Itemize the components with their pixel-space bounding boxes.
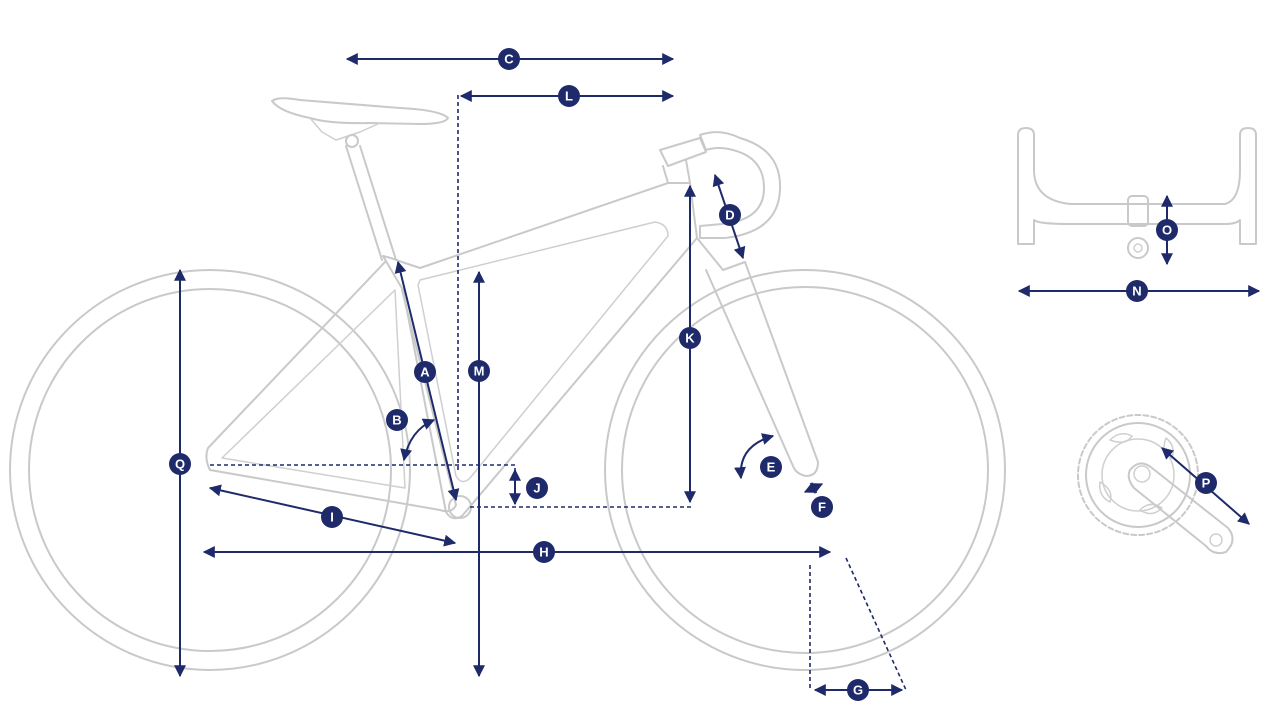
- badge-k: K: [679, 327, 701, 349]
- svg-text:K: K: [685, 331, 695, 346]
- badge-l: L: [558, 85, 580, 107]
- badge-h: H: [533, 541, 555, 563]
- front-wheel: [604, 269, 1006, 671]
- drop-handlebar-side: [699, 131, 782, 239]
- dim-line-f: [803, 481, 824, 495]
- svg-text:F: F: [818, 500, 826, 515]
- svg-text:A: A: [420, 365, 430, 380]
- svg-text:G: G: [853, 683, 863, 698]
- badge-p: P: [1195, 472, 1217, 494]
- fork: [696, 237, 819, 477]
- badge-n: N: [1126, 280, 1148, 302]
- frame-rear-triangle: [205, 261, 457, 513]
- badge-f: F: [811, 496, 833, 518]
- svg-text:P: P: [1202, 476, 1211, 491]
- dim-arc-b: [400, 418, 436, 462]
- svg-text:H: H: [539, 545, 548, 560]
- bottom-bracket: [448, 495, 472, 519]
- badge-b: B: [386, 409, 408, 431]
- frame-front-triangle: [382, 182, 698, 520]
- svg-text:Q: Q: [175, 457, 185, 472]
- chainstay-horizontal-reference: [210, 464, 516, 500]
- badge-i: I: [321, 506, 343, 528]
- svg-text:I: I: [330, 510, 334, 525]
- badge-c: C: [498, 48, 520, 70]
- svg-text:B: B: [392, 413, 401, 428]
- svg-text:M: M: [474, 364, 485, 379]
- dim-arc-e: [734, 433, 775, 480]
- badge-a: A: [414, 361, 436, 383]
- badge-e: E: [760, 456, 782, 478]
- svg-text:J: J: [533, 481, 540, 496]
- trail-reference: [845, 557, 907, 691]
- stem: [659, 137, 707, 184]
- badge-m: M: [468, 360, 490, 382]
- svg-text:D: D: [725, 208, 734, 223]
- badge-g: G: [847, 679, 869, 701]
- dimension-labels: C L D K A M B Q E J F I H G O N P: [169, 48, 1217, 701]
- bicycle-outline: [9, 97, 1006, 671]
- seat-post: [345, 145, 397, 261]
- svg-text:L: L: [565, 89, 573, 104]
- handlebar-front-view: [1017, 127, 1257, 259]
- badge-q: Q: [169, 453, 191, 475]
- saddle: [271, 97, 449, 125]
- badge-j: J: [526, 477, 548, 499]
- svg-text:E: E: [767, 460, 776, 475]
- svg-text:O: O: [1162, 223, 1172, 238]
- svg-text:C: C: [504, 52, 514, 67]
- badge-o: O: [1156, 219, 1178, 241]
- svg-text:N: N: [1132, 284, 1141, 299]
- badge-d: D: [719, 204, 741, 226]
